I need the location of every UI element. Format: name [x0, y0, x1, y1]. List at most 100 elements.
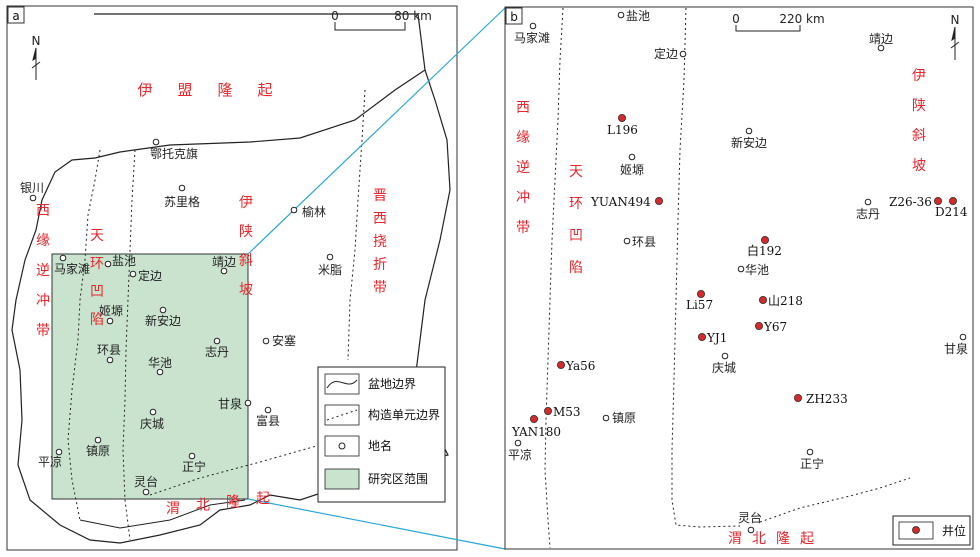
place-label-lingtai: 灵台 — [134, 474, 158, 489]
well-label-shan218: 山218 — [768, 294, 803, 308]
well-marker-L196 — [618, 114, 627, 123]
place-marker-huachi — [737, 265, 745, 273]
well-marker-ZH233 — [794, 393, 803, 402]
place-label-ganquan: 甘泉 — [218, 397, 242, 411]
unit-label-yimeng-1: 盟 — [177, 81, 192, 99]
place-label-ganquan: 甘泉 — [944, 342, 968, 356]
well-label-Y67: Y67 — [763, 320, 787, 334]
unit-label-jinxi-2: 挠 — [373, 234, 387, 250]
unit-boundary-tianhuan — [122, 149, 136, 541]
zoom-connector-bottom — [247, 498, 506, 550]
well-label-D214: D214 — [935, 205, 968, 219]
unit-boundary-xiyuan — [67, 149, 101, 521]
svg-text:盆地边界: 盆地边界 — [368, 377, 416, 391]
unit-label-jinxi-4: 带 — [373, 280, 387, 296]
place-marker-yanchi — [104, 260, 112, 268]
unit-label-xiyuan-1: 缘 — [36, 233, 50, 249]
place-label-sulige: 苏里格 — [164, 194, 200, 209]
place-label-yulin: 榆林 — [302, 204, 326, 219]
place-marker-jingbian — [877, 44, 885, 52]
unit-label-weibei-0: 渭 — [728, 531, 742, 547]
place-marker-yinchuan — [29, 194, 37, 202]
unit-label-jinxi-0: 晋 — [373, 188, 387, 204]
unit-boundary-jinxi — [347, 89, 366, 361]
place-marker-jingbian — [220, 267, 228, 275]
place-label-majiatan: 马家滩 — [54, 261, 90, 276]
panel-b-north-arrow: N — [951, 13, 959, 60]
place-marker-lingtai — [142, 488, 150, 496]
svg-text:构造单元边界: 构造单元边界 — [368, 407, 440, 422]
place-marker-jiyuan — [106, 317, 114, 325]
unit-label-xiyuan-3: 冲 — [516, 190, 530, 206]
well-marker-Y67 — [755, 321, 764, 330]
panel-a-legend: 盆地边界 构造单元边界 地名 研究区范围 — [317, 366, 446, 503]
unit-label-yimeng-2: 隆 — [217, 81, 232, 99]
place-label-jingbian: 靖边 — [212, 255, 236, 269]
basin-boundary-line-south — [79, 499, 246, 529]
place-label-xinanbian: 新安边 — [731, 135, 767, 150]
panel-a-units: 伊盟隆起西缘逆冲带天环凹陷伊陕斜坡晋西挠折带渭北隆起 — [36, 81, 387, 517]
place-label-xinanbian: 新安边 — [145, 313, 181, 328]
study-area-rect — [51, 253, 249, 500]
place-label-huanxian: 环县 — [97, 343, 121, 357]
well-label-ZH233: ZH233 — [806, 392, 848, 406]
unit-label-xiyuan-3: 冲 — [36, 293, 50, 309]
panel-a-north-arrow: N — [32, 34, 41, 80]
svg-text:研究区范围: 研究区范围 — [368, 471, 428, 486]
place-marker-xinanbian — [745, 127, 753, 135]
place-label-huachi: 华池 — [745, 263, 769, 277]
place-label-yanchi: 盐池 — [626, 9, 650, 23]
well-label-Ya56: Ya56 — [565, 359, 595, 373]
unit-label-tianhuan-0: 天 — [90, 228, 104, 244]
svg-text:井位: 井位 — [942, 523, 966, 538]
unit-label-weibei-2: 隆 — [226, 494, 240, 510]
well-marker-M53 — [544, 406, 553, 415]
unit-label-tianhuan-1: 环 — [569, 196, 583, 212]
svg-text:0: 0 — [331, 9, 339, 23]
place-marker-ganquan — [244, 399, 252, 407]
place-label-zhenyuan: 镇原 — [86, 444, 110, 458]
place-marker-dingbian — [129, 270, 137, 278]
unit-label-jinxi-1: 西 — [373, 211, 387, 227]
place-marker-majiatan — [529, 22, 537, 30]
well-marker-Ya56 — [557, 360, 566, 369]
well-label-Z26-36: Z26-36 — [889, 195, 932, 209]
panel-a-places: 银川马家滩盐池定边靖边鄂托克旗苏里格榆林米脂姬塬新安边环县华池志丹安塞甘泉富县庆… — [20, 138, 342, 496]
panel-b-frame — [504, 6, 974, 550]
unit-label-xiyuan-4: 带 — [36, 323, 50, 339]
unit-label-tianhuan-2: 凹 — [90, 284, 104, 300]
place-marker-etuokeqi — [152, 138, 160, 146]
place-marker-yulin — [290, 206, 298, 214]
svg-text:220 km: 220 km — [779, 12, 824, 26]
panel-a-tag-box — [7, 6, 25, 24]
place-label-qingcheng: 庆城 — [140, 417, 164, 431]
unit-label-yimeng-0: 伊 — [137, 81, 152, 99]
place-label-jiyuan: 姬塬 — [99, 304, 123, 318]
place-label-fuxian: 富县 — [256, 413, 280, 428]
panel-b-unit-boundary-xiyuan — [544, 7, 564, 549]
place-label-majiatan: 马家滩 — [514, 30, 550, 45]
well-label-L196: L196 — [607, 123, 638, 137]
panel-b-tag-box — [505, 7, 523, 25]
unit-label-tianhuan-1: 环 — [90, 256, 104, 272]
panel-b-unit-boundary-weibei — [759, 477, 911, 523]
panel-b-scale-bar: 0 220 km — [732, 12, 825, 32]
well-label-M53: M53 — [553, 405, 581, 419]
place-marker-zhengning — [188, 452, 196, 460]
place-label-jiyuan: 姬塬 — [620, 163, 644, 177]
svg-text:80 km: 80 km — [394, 9, 432, 23]
place-label-dingbian: 定边 — [654, 46, 678, 61]
svg-text:0: 0 — [732, 12, 740, 26]
unit-label-yishan-3: 坡 — [239, 282, 253, 298]
svg-text:N: N — [32, 34, 41, 48]
well-marker-YAN180 — [530, 414, 539, 423]
unit-label-weibei-2: 隆 — [776, 531, 790, 547]
panel-b-legend: 井位 — [892, 515, 971, 546]
place-marker-fuxian — [264, 406, 272, 414]
panel-b-units: 西缘逆冲带天环凹陷伊陕斜坡渭北隆起 — [516, 68, 926, 547]
place-marker-dingbian — [679, 50, 687, 58]
unit-label-yimeng-3: 起 — [257, 81, 272, 99]
well-label-YUAN494: YUAN494 — [590, 195, 651, 209]
unit-label-yishan-0: 伊 — [912, 68, 926, 84]
